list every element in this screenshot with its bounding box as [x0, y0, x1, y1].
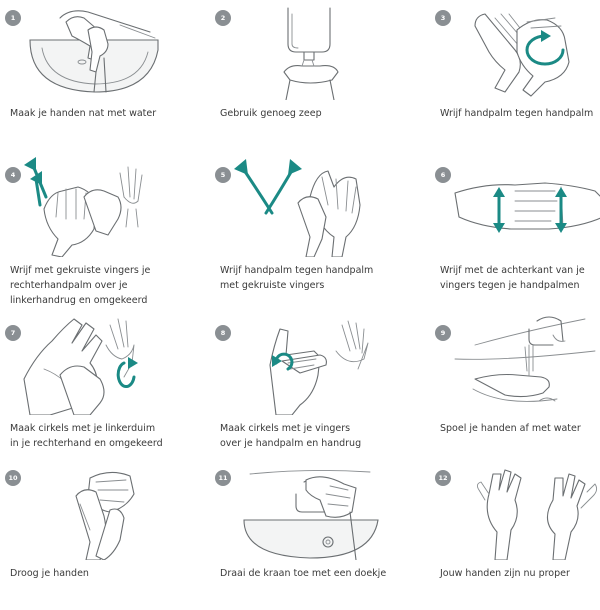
- step-caption: Maak cirkels met je vingers over je hand…: [220, 423, 362, 449]
- step-caption: Wrijf met de achterkant van je vingers t…: [440, 265, 585, 291]
- step-number-badge: 8: [215, 325, 231, 341]
- step-5: 5 Wrijf handpalm tegen handpalm met gekr…: [210, 157, 410, 307]
- step-caption: Jouw handen zijn nu proper: [440, 568, 570, 579]
- step-1: 1 Maak je handen nat met water: [0, 0, 200, 150]
- step-6: 6 Wrijf met de achterkant van je vingers…: [430, 157, 600, 307]
- step-number-badge: 2: [215, 10, 231, 26]
- step-caption: Wrijf handpalm tegen handpalm: [440, 108, 594, 119]
- step-caption: Wrijf met gekruiste vingers je rechterha…: [10, 265, 151, 306]
- step-caption: Gebruik genoeg zeep: [220, 108, 322, 119]
- step-12: 12 Jouw handen zijn nu proper: [430, 460, 600, 610]
- towel-dry-icon: [75, 471, 135, 560]
- step-2: 2 Gebruik genoeg zeep: [210, 0, 410, 150]
- interlaced-fingers-icon: [234, 159, 361, 257]
- finger-backs-icon: [454, 182, 600, 233]
- step-caption: Droog je handen: [10, 568, 89, 579]
- step-number-badge: 9: [435, 325, 451, 341]
- clean-hands-icon: [476, 469, 598, 560]
- crossed-fingers-icon: [24, 157, 143, 257]
- step-7: 7 Maak cirkels met je linkerduim in je r…: [0, 315, 200, 465]
- step-number-badge: 11: [215, 470, 231, 486]
- step-3: 3 Wrijf handpalm tegen handpalm: [430, 0, 600, 150]
- sink-faucet-icon: [29, 10, 159, 93]
- step-8: 8 Maak cirkels met je vingers over je ha…: [210, 315, 410, 465]
- palm-rub-icon: [474, 13, 570, 97]
- thumb-rotate-icon: [23, 318, 138, 415]
- rinse-icon: [454, 316, 596, 402]
- fingertips-rotate-icon: [269, 320, 369, 415]
- faucet-close-icon: [243, 469, 379, 560]
- step-caption: Maak je handen nat met water: [10, 108, 157, 119]
- step-caption: Maak cirkels met je linkerduim in je rec…: [10, 423, 163, 449]
- step-number-badge: 6: [435, 167, 451, 183]
- step-caption: Draai de kraan toe met een doekje: [220, 568, 387, 579]
- step-10: 10 Droog je handen: [0, 460, 200, 610]
- step-number-badge: 1: [5, 10, 21, 26]
- step-number-badge: 12: [435, 470, 451, 486]
- step-number-badge: 4: [5, 167, 21, 183]
- step-4: 4 Wrijf met gekruiste vingers je rechter…: [0, 157, 200, 307]
- step-11: 11 Draai de kraan toe met een doekje: [210, 460, 410, 610]
- soap-dispenser-icon: [283, 7, 339, 100]
- step-number-badge: 7: [5, 325, 21, 341]
- step-number-badge: 3: [435, 10, 451, 26]
- step-number-badge: 10: [5, 470, 21, 486]
- step-9: 9 Spoel je handen af met water: [430, 315, 600, 465]
- step-number-badge: 5: [215, 167, 231, 183]
- step-caption: Wrijf handpalm tegen handpalm met gekrui…: [220, 265, 374, 291]
- step-caption: Spoel je handen af met water: [440, 423, 581, 434]
